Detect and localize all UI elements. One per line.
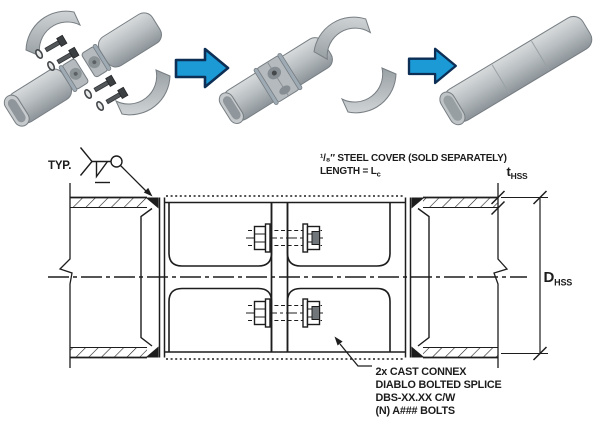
fitting-ring [58,65,78,93]
cover-note: ¹/₈″ STEEL COVER (SOLD SEPARATELY) LENGT… [320,153,507,179]
splice-note-line: 2x CAST CONNEX [376,366,468,378]
splice-note-line: (N) A### BOLTS [376,405,455,417]
bolt-with-washer [82,74,117,101]
next-step-arrow-icon [407,47,457,85]
splice-leader-arrowhead-icon [334,336,343,346]
weld-symbol-tail [79,147,93,176]
weld-symbol [79,147,153,197]
hss-tube-right-3d [97,12,162,68]
bolt-cup [279,85,291,95]
bolt-head-3d [271,70,277,76]
tube-hollow [7,99,26,123]
fillet-weld-icon [95,161,109,179]
left-break-line [58,183,73,368]
right-break-line [493,183,509,368]
steel-cover-hidden-lines [166,195,404,360]
step-assembled [439,15,593,126]
weld-leader-arrowhead-icon [143,187,153,197]
thickness-dim-label: tHSS [507,164,529,181]
bolt-hole [92,60,97,65]
diameter-dim-label: DHSS [544,269,573,288]
fitting-ring [277,53,303,91]
splice-section-drawing: TYP. ¹/₈″ STEEL COVER (SOLD SEPARATELY) … [48,147,573,417]
step-covers-loose [218,12,397,125]
bolt-hole [73,71,78,76]
fitting-stub-left [140,207,153,347]
left-hss-tube-section [70,196,147,359]
cover-note-line2: LENGTH = Lc [320,166,381,179]
cover-seam [531,40,550,71]
fillet-welds [145,197,425,358]
cover-seam [491,64,511,95]
tube-hollow [443,95,463,121]
finished-tube-3d [443,15,593,123]
splice-note-leader [334,336,372,367]
step-exploded-view [3,10,171,127]
dimension-thickness [490,190,506,216]
splice-note-line: DBS-XX.XX C/W [376,392,457,404]
next-step-arrow-icon [174,47,230,89]
splice-note-line: DIABLO BOLTED SPLICE [376,379,502,391]
fitting-collars [158,197,412,358]
right-hss-tube-section [423,196,498,359]
cover-half-shell [312,12,373,64]
bolt-assembly-upper [245,223,325,253]
splice-note: 2x CAST CONNEX DIABLO BOLTED SPLICE DBS-… [376,366,502,417]
tube-hollow [222,96,241,120]
cover-half-shell [341,67,397,114]
cover-note-line1: ¹/₈″ STEEL COVER (SOLD SEPARATELY) [320,153,507,164]
assembly-sequence-illustration [3,10,593,127]
dimension-diameter [501,190,548,361]
bolt-assembly-lower [245,298,325,328]
weld-leader-line [120,165,149,194]
fitting-ring [253,67,279,105]
typ-label: TYP. [48,160,71,172]
weld-all-around-icon [110,155,123,168]
fitting-stub-right [417,207,430,347]
